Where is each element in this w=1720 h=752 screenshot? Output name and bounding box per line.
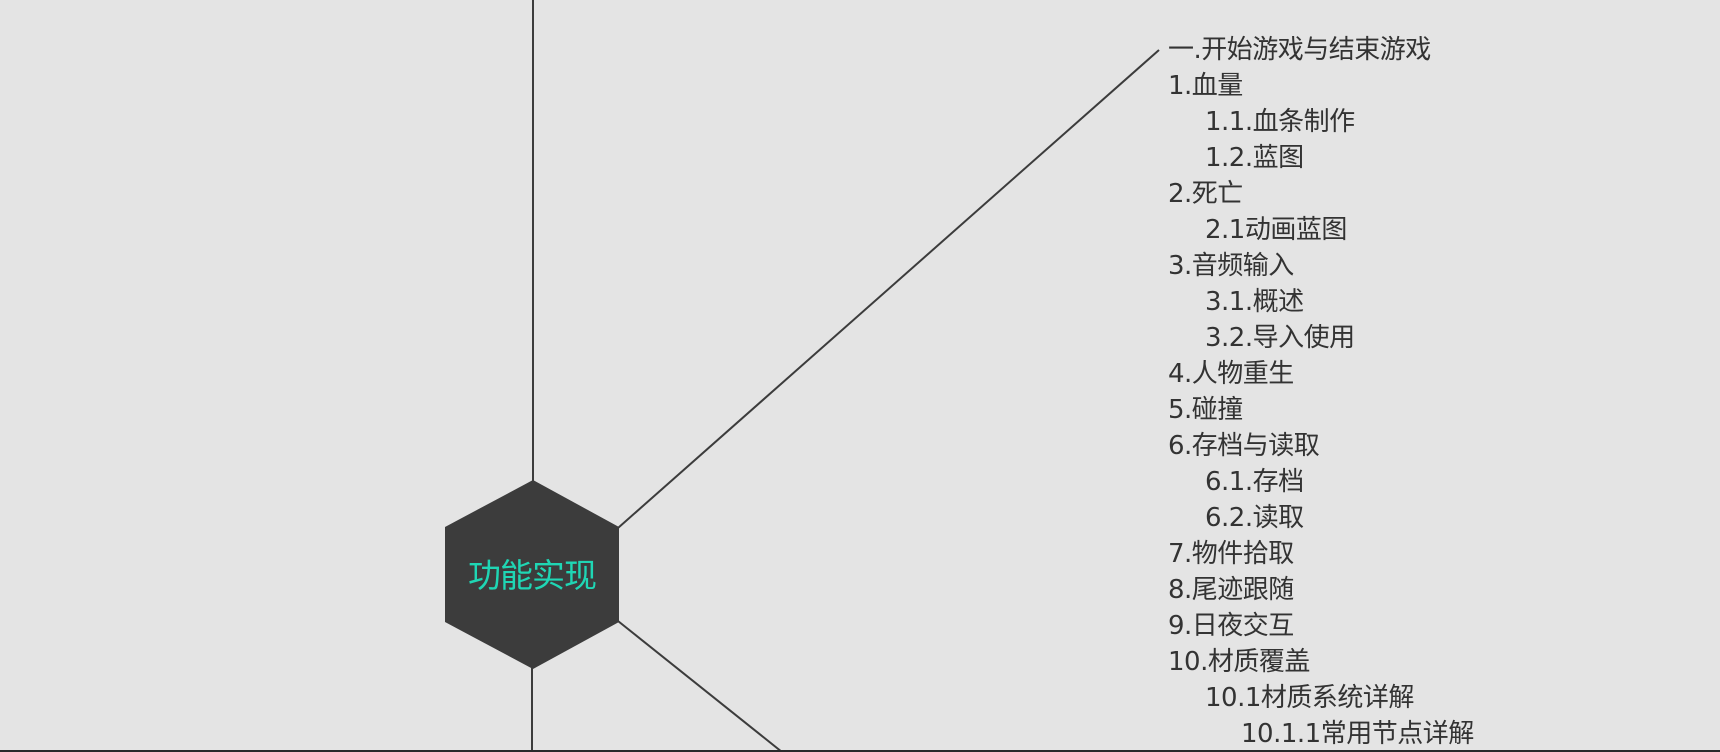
outline-item[interactable]: 2.死亡	[1168, 179, 1243, 209]
central-hexagon[interactable]	[445, 480, 619, 669]
outline-item[interactable]: 10.材质覆盖	[1168, 647, 1310, 677]
outline-item[interactable]: 6.1.存档	[1205, 467, 1304, 497]
outline-item[interactable]: 10.1材质系统详解	[1205, 683, 1414, 713]
outline-item[interactable]: 8.尾迹跟随	[1168, 575, 1294, 605]
outline-item[interactable]: 3.音频输入	[1168, 251, 1294, 281]
outline-item[interactable]: 一.开始游戏与结束游戏	[1168, 35, 1431, 65]
central-node-label[interactable]: 功能实现	[468, 556, 597, 595]
outline-item[interactable]: 10.1.1常用节点详解	[1241, 719, 1474, 749]
bottom-border	[0, 750, 1720, 752]
outline-item[interactable]: 3.1.概述	[1205, 287, 1304, 317]
connector-branch-upper	[617, 49, 1160, 529]
outline-item[interactable]: 1.血量	[1168, 71, 1243, 101]
outline-item[interactable]: 1.1.血条制作	[1205, 107, 1355, 137]
outline-item[interactable]: 9.日夜交互	[1168, 611, 1294, 641]
outline-item[interactable]: 7.物件拾取	[1168, 539, 1294, 569]
connector-branch-lower	[617, 620, 783, 752]
outline-item[interactable]: 6.存档与读取	[1168, 431, 1320, 461]
outline-item[interactable]: 2.1动画蓝图	[1205, 215, 1347, 245]
outline-item[interactable]: 3.2.导入使用	[1205, 323, 1355, 353]
outline-item[interactable]: 1.2.蓝图	[1205, 143, 1304, 173]
outline-item[interactable]: 6.2.读取	[1205, 503, 1304, 533]
outline-item[interactable]: 5.碰撞	[1168, 395, 1243, 425]
outline-item[interactable]: 4.人物重生	[1168, 359, 1294, 389]
topic-outline: 一.开始游戏与结束游戏 1.血量 1.1.血条制作 1.2.蓝图 2.死亡 2.…	[1168, 32, 1474, 752]
